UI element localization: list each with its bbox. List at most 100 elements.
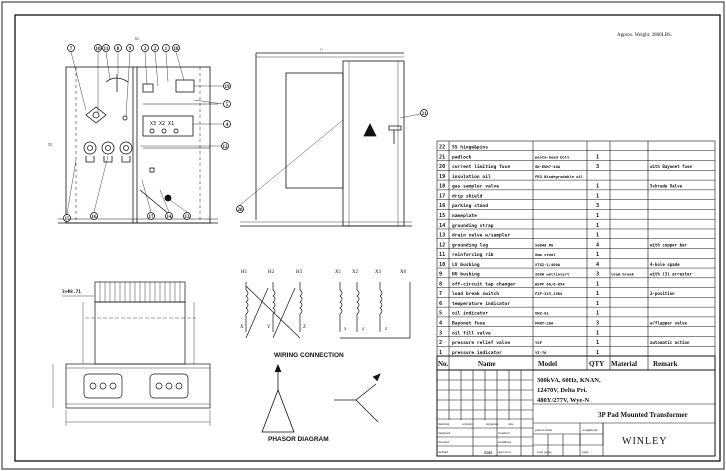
tb-label-standard: standard [498, 431, 510, 435]
bom-header-name: Name [478, 360, 496, 368]
dim-bottom-side: 3×Φ8.71 [62, 289, 81, 295]
bom-cell-qty: 1 [596, 184, 599, 190]
balloon-label: 15 [65, 217, 71, 222]
bom-cell-no: 15 [439, 213, 445, 219]
bom-cell-qty: 4 [596, 242, 599, 248]
bom-cell-name: pressure indicator [452, 350, 502, 356]
bom-cell-name: grounding strap [452, 223, 494, 229]
tb-label-date-bottom: date [484, 451, 493, 456]
balloon-label: 3 [144, 47, 147, 52]
bom-cell-model: XTG2-1/400A [535, 262, 561, 267]
spec-line-3: 480Y/277V, Wye-N [537, 397, 590, 404]
bom-cell-model: FZF-315,15KV [535, 291, 563, 296]
bom-cell-no: 2 [439, 340, 442, 346]
balloon-label: 13 [185, 215, 191, 220]
bom-cell-remark: 2-position [650, 291, 675, 296]
bom-cell-qty: 1 [596, 213, 599, 219]
bom-cell-qty: 1 [596, 301, 599, 307]
balloon-label: 17 [149, 215, 155, 220]
bom-cell-no: 3 [439, 330, 442, 336]
bom-cell-model: 200A wellinsert [535, 272, 569, 277]
bom-cell-qty: 1 [596, 330, 599, 336]
bom-cell-no: 18 [439, 184, 445, 190]
bom-row: 3 oil fill valve 1 [439, 330, 599, 336]
tb-label-page: page [582, 450, 589, 454]
bom-cell-no: 22 [439, 145, 445, 151]
front-view: X3 X2 X1 [58, 66, 218, 224]
svg-text:X3 X2 X1: X3 X2 X1 [150, 121, 174, 127]
balloon-label: 14 [167, 215, 173, 220]
balloon-label: 16 [92, 215, 98, 220]
primary-end-label: Y [267, 325, 271, 330]
bom-cell-qty: 3 [596, 203, 599, 209]
bom-cell-qty: 3 [596, 164, 599, 170]
bom-cell-model: WSPF 60/6-6X4 [535, 281, 565, 286]
bom-cell-model: penta-head bolt [535, 154, 569, 159]
bom-cell-remark: Schrade Valve [650, 184, 683, 189]
primary-end-label: X [240, 325, 244, 330]
tb-label-marking: marking [438, 422, 450, 426]
bom-cell-no: 5 [439, 311, 442, 317]
tb-label-scale: scale [591, 428, 598, 432]
primary-end-label: Z [303, 325, 306, 330]
bom-cell-no: 12 [439, 242, 445, 248]
phasor-title: PHASOR DIAGRAM [268, 436, 329, 443]
bom-cell-no: 7 [439, 291, 442, 297]
bom-cell-qty: 1 [596, 252, 599, 258]
bom-cell-qty: 4 [596, 262, 599, 268]
bom-cell-model: YZ-70 [535, 350, 547, 355]
dim-top: 61 [135, 36, 139, 41]
tb-label-pattern-mark: pattern mark [535, 428, 553, 432]
bom-cell-no: 21 [439, 154, 445, 160]
bom-cell-qty: 1 [596, 154, 599, 160]
tb-label-revision: revision [462, 422, 473, 426]
tb-label-designed: designed [438, 431, 450, 435]
bom-cell-no: 17 [439, 193, 445, 199]
bom-cell-qty: 1 [596, 193, 599, 199]
title-block-text: 300kVA, 60Hz, KNAN, 12470V, Delta Pri. 4… [438, 377, 688, 456]
bom-cell-no: 1 [439, 350, 442, 356]
bom-cell-name: temperature indicator [452, 301, 510, 307]
bom-header-remark: Remark [653, 360, 678, 368]
bom-cell-name: pressure relief valve [452, 340, 510, 346]
load-break-switch [85, 106, 107, 124]
product-title: 3P Pad Mounted Transformer [598, 411, 688, 419]
wiring-diagram [245, 282, 411, 339]
balloon-label: 1 [165, 47, 168, 52]
bom-cell-name: oil fill valve [452, 330, 491, 336]
bom-cell-no: 10 [439, 262, 445, 268]
warning-triangle [363, 123, 377, 137]
plan-view [52, 281, 211, 426]
balloon-label: 19 [225, 85, 231, 90]
bom-cell-qty: 1 [596, 233, 599, 239]
bom-cell-name: reinforcing rib [452, 252, 494, 258]
bom-cell-name: parking stand [452, 203, 488, 209]
plan-tank [94, 301, 186, 365]
bom-cell-name: grounding lug [452, 242, 488, 248]
tb-label-signature: signature [486, 422, 499, 426]
balloon-label: 2 [154, 47, 157, 52]
secondary-end-label: z [385, 327, 388, 332]
bom-cell-no: 11 [439, 252, 445, 258]
bom-cell-remark: w/flapper valve [650, 320, 688, 325]
bom-header-model: Model [538, 360, 557, 368]
spec-line-1: 300kVA, 60Hz, KNAN, [537, 377, 601, 384]
secondary-terminal-label: X2 [352, 270, 359, 275]
bom-cell-name: insulation oil [452, 174, 491, 180]
weight-note: Approx. Weight: 2800LBS. [617, 33, 672, 38]
balloon-label: 7 [70, 47, 73, 52]
